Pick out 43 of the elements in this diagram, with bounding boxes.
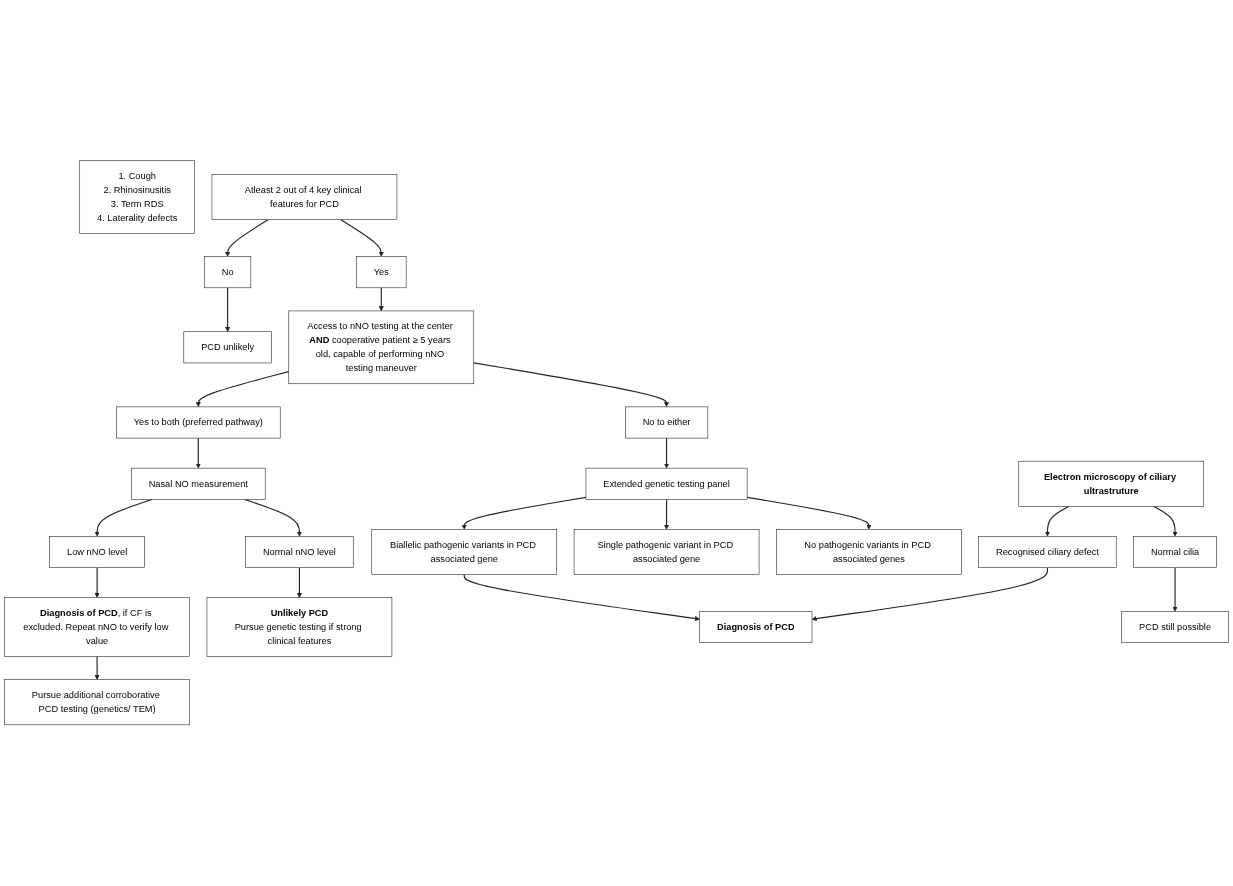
node-box: [978, 536, 1117, 569]
node-box: [625, 406, 709, 439]
arrow: [811, 567, 1049, 622]
node-box: [206, 597, 393, 658]
arrow: [225, 219, 269, 258]
arrow: [244, 499, 302, 537]
node-box: [211, 174, 398, 221]
arrow: [473, 362, 670, 408]
arrow: [746, 497, 872, 530]
node-box: [699, 611, 813, 644]
node-box: [1121, 611, 1229, 644]
arrow: [1152, 506, 1178, 537]
node-box: [356, 256, 407, 289]
arrow: [225, 287, 231, 333]
arrow: [94, 567, 100, 599]
arrow: [1044, 506, 1070, 537]
node-box: [4, 597, 190, 658]
node-box: [49, 536, 145, 569]
node-box: [131, 468, 266, 500]
node-box: [245, 536, 354, 569]
node-box: [116, 406, 281, 439]
node-box: [288, 310, 475, 385]
node-box: [183, 331, 272, 364]
arrow: [664, 499, 670, 530]
node-box: [371, 529, 558, 576]
arrow: [378, 287, 384, 312]
node-box: [776, 529, 962, 576]
arrow: [664, 437, 670, 469]
arrow: [339, 219, 384, 258]
arrow: [1172, 567, 1178, 612]
node-box: [1133, 536, 1217, 569]
arrow: [195, 371, 290, 408]
arrow: [94, 656, 100, 681]
node-box: [79, 160, 195, 235]
arrow: [463, 574, 700, 622]
node-box: [1018, 461, 1205, 507]
node-box: [204, 256, 252, 289]
arrow: [195, 437, 201, 469]
node-box: [573, 529, 760, 576]
node-box: [4, 679, 190, 726]
arrow: [461, 497, 587, 530]
arrow: [296, 567, 302, 599]
node-box: [585, 468, 748, 500]
